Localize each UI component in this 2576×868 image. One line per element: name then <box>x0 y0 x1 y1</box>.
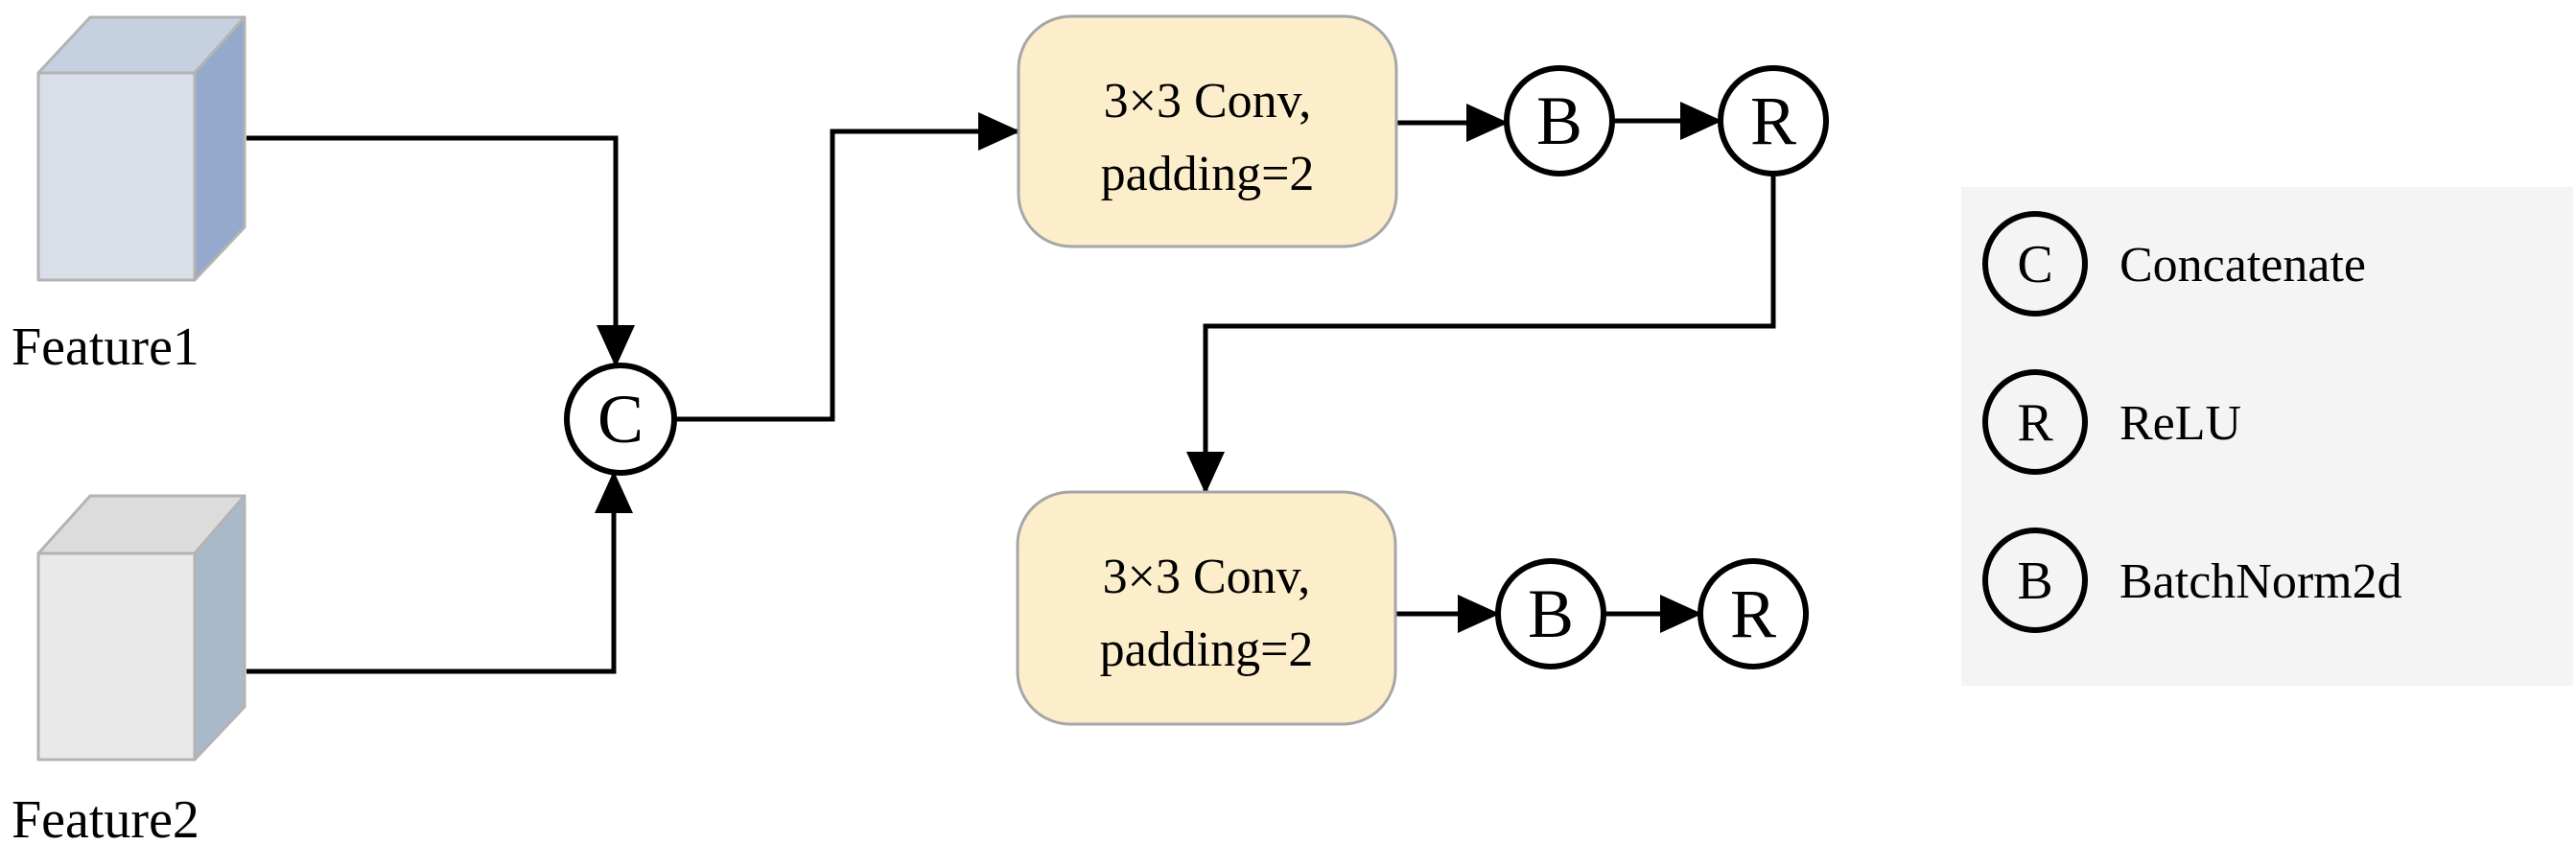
relu2-node-circle <box>1698 558 1809 669</box>
conv1-block: 3×3 Conv, padding=2 <box>1017 14 1398 248</box>
feature2-label: Feature2 <box>12 790 199 850</box>
connector-feature1-to-concat <box>246 135 635 367</box>
connector-feature2-to-concat <box>246 471 633 674</box>
legend-relu-symbol: R <box>2017 393 2053 453</box>
legend-item-batchnorm: B BatchNorm2d <box>1982 528 2402 633</box>
conv1-box <box>1017 14 1398 248</box>
legend-relu-label: ReLU <box>2119 396 2241 451</box>
relu1-node-letter: R <box>1750 82 1796 159</box>
batchnorm2-node-circle <box>1495 558 1606 669</box>
legend-item-concatenate: C Concatenate <box>1982 211 2366 317</box>
connector-relu1-to-conv2 <box>1186 173 1776 494</box>
batchnorm2-node-letter: B <box>1528 575 1574 652</box>
batchnorm1-node: B <box>1504 65 1615 176</box>
legend-batchnorm-symbol: B <box>2017 551 2052 611</box>
conv1-text-line1: 3×3 Conv, <box>1104 74 1312 129</box>
feature2-cube-front-face <box>36 551 197 762</box>
legend-item-relu: R ReLU <box>1982 369 2241 475</box>
conv2-text-line1: 3×3 Conv, <box>1103 550 1311 604</box>
concat-node: C <box>564 363 677 476</box>
legend: C Concatenate R ReLU B BatchNorm2d <box>1961 187 2573 686</box>
legend-batchnorm-label: BatchNorm2d <box>2119 554 2402 609</box>
legend-batchnorm-circle <box>1982 528 2088 633</box>
batchnorm1-node-letter: B <box>1536 82 1582 159</box>
concat-node-circle <box>564 363 677 476</box>
relu1-node: R <box>1718 65 1829 176</box>
legend-concat-symbol: C <box>2017 235 2052 294</box>
relu1-node-circle <box>1718 65 1829 176</box>
feature1-cube <box>36 15 246 282</box>
legend-concat-label: Concatenate <box>2119 238 2366 293</box>
legend-concat-circle <box>1982 211 2088 317</box>
connector-concat-to-conv1 <box>674 112 1020 422</box>
conv2-box <box>1016 490 1397 726</box>
batchnorm1-node-circle <box>1504 65 1615 176</box>
feature1-cube-front-face <box>36 71 197 282</box>
conv1-text-line2: padding=2 <box>1101 147 1315 201</box>
legend-relu-circle <box>1982 369 2088 475</box>
conv2-block: 3×3 Conv, padding=2 <box>1016 490 1397 726</box>
batchnorm2-node: B <box>1495 558 1606 669</box>
relu2-node-letter: R <box>1730 575 1776 652</box>
feature2-cube <box>36 494 246 762</box>
feature1-label: Feature1 <box>12 317 199 377</box>
relu2-node: R <box>1698 558 1809 669</box>
concat-node-letter: C <box>597 381 644 457</box>
conv2-text-line2: padding=2 <box>1100 622 1314 677</box>
